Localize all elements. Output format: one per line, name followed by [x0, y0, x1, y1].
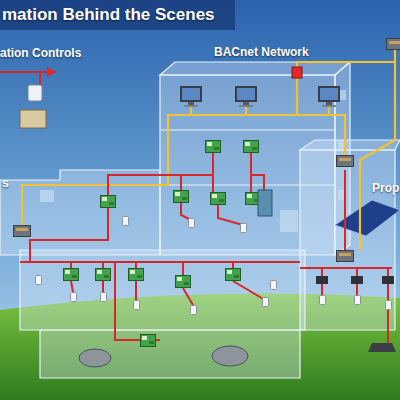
red-wire — [387, 310, 389, 343]
io-module — [316, 276, 328, 284]
red-wire — [180, 175, 182, 190]
window — [280, 210, 298, 232]
ground-floor — [20, 250, 305, 330]
red-wire — [212, 153, 214, 192]
field-wires — [0, 72, 392, 343]
yellow-wire — [22, 115, 191, 225]
section-label: ation Controls — [0, 47, 81, 60]
floor-line — [160, 129, 335, 130]
workstation — [235, 86, 257, 107]
controller — [64, 269, 79, 281]
sensor — [271, 281, 277, 290]
red-wire — [30, 208, 108, 262]
red-wire — [108, 175, 213, 195]
appliance — [20, 110, 46, 128]
tower — [160, 75, 335, 255]
controller — [129, 269, 144, 281]
io-module — [351, 276, 363, 284]
controller — [96, 269, 111, 281]
sensor — [241, 224, 247, 233]
controller — [244, 141, 259, 153]
section-label: BACnet Network — [214, 46, 309, 59]
building — [0, 62, 400, 378]
sensor — [386, 301, 392, 310]
sensor — [320, 296, 326, 305]
red-wire — [39, 72, 41, 85]
sensor — [71, 293, 77, 302]
yellow-wire — [296, 78, 298, 115]
controller — [101, 196, 116, 208]
bacnet-wires — [22, 47, 395, 250]
yellow-wire — [360, 62, 395, 250]
devices — [14, 39, 400, 368]
basement — [40, 330, 300, 378]
io-module — [382, 276, 394, 284]
sensor — [123, 217, 129, 226]
yellow-wire — [191, 106, 329, 115]
controller — [176, 276, 191, 288]
yellow-wire — [245, 106, 247, 115]
sensor — [191, 306, 197, 315]
chiller — [212, 346, 248, 366]
router — [292, 67, 302, 78]
red-wire — [20, 261, 300, 263]
laptop — [368, 343, 396, 352]
red-wire — [344, 170, 346, 255]
yellow-wire — [297, 47, 395, 68]
controller — [206, 141, 221, 153]
left-wing — [0, 170, 160, 255]
gateway — [337, 251, 354, 262]
section-label: Prop — [372, 182, 399, 195]
sensor — [189, 219, 195, 228]
controller — [141, 335, 156, 347]
workstation — [180, 86, 202, 107]
sensor — [355, 296, 361, 305]
red-wire — [115, 262, 160, 340]
controller — [174, 191, 189, 203]
yellow-wire — [329, 115, 345, 155]
gateway — [337, 156, 354, 167]
floor-line — [160, 184, 335, 185]
remote-device — [387, 39, 400, 50]
windows — [40, 90, 346, 232]
gateway — [14, 226, 31, 237]
red-wire — [300, 267, 392, 269]
panel — [258, 190, 272, 216]
tower-roof — [160, 62, 350, 75]
title-band — [0, 0, 235, 30]
red-arrow — [0, 71, 55, 73]
section-label: s — [2, 177, 9, 190]
diagram-title: mation Behind the Scenes — [2, 6, 215, 25]
red-wire — [71, 281, 265, 305]
red-wire — [250, 153, 252, 192]
boiler — [79, 349, 111, 367]
thermostat — [28, 85, 42, 101]
red-wire — [181, 203, 191, 220]
controller — [211, 193, 226, 205]
sensor — [134, 301, 140, 310]
red-wire — [251, 175, 264, 190]
red-wire — [218, 205, 243, 225]
controller — [226, 269, 241, 281]
workstation — [318, 86, 340, 107]
window — [40, 190, 54, 202]
sensor — [263, 298, 269, 307]
sensor — [36, 276, 42, 285]
sensor — [101, 293, 107, 302]
